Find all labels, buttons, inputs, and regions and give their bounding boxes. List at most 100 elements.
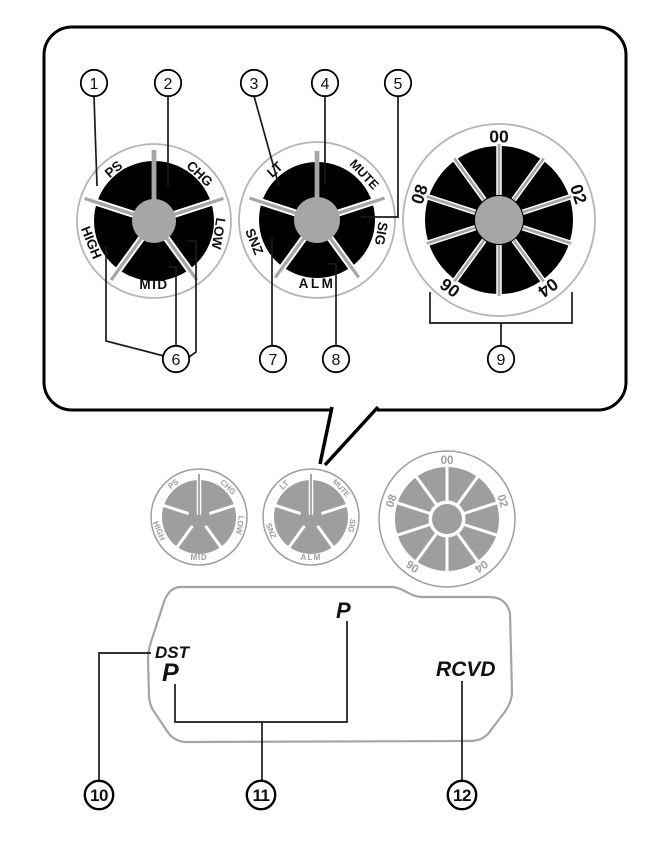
callout-11: 11	[245, 779, 277, 811]
dial-spoke	[395, 522, 432, 538]
leader-1	[93, 95, 98, 187]
dial-hub	[475, 196, 523, 244]
dial-spoke	[172, 196, 224, 217]
dial-spoke	[414, 531, 439, 564]
bubble-tail-lines	[318, 405, 380, 467]
dial-spoke	[512, 239, 545, 283]
dial-spoke	[320, 501, 355, 516]
callout-10-num: 10	[90, 786, 108, 805]
dial-spoke	[426, 195, 476, 214]
dial-label-00: 00	[489, 126, 509, 146]
dial-label-MID: MID	[191, 553, 208, 562]
callout-10: 10	[83, 779, 115, 811]
dial-outer-ring	[150, 468, 248, 566]
dial-spoke	[273, 236, 306, 279]
dial-spoke	[208, 501, 243, 516]
callout-6: 6	[161, 344, 191, 374]
callout-9: 9	[486, 344, 516, 374]
dial-spoke	[164, 236, 199, 281]
leader-11-bracket	[174, 621, 348, 781]
dial-spoke	[462, 500, 499, 516]
dial-spoke	[414, 474, 439, 507]
dial-label-ALM: ALM	[300, 553, 321, 562]
dial-spoke	[426, 226, 476, 245]
callout-12: 12	[446, 779, 478, 811]
pm-indicator-top: P	[336, 598, 351, 623]
callout-7: 7	[258, 344, 288, 374]
bubble-tail-gap	[333, 404, 377, 414]
callout-4-num: 4	[321, 76, 330, 93]
dial-spoke	[171, 525, 194, 555]
dial-label-LOW: LOW	[234, 515, 246, 535]
dial-spoke	[155, 501, 190, 516]
dial-spoke	[512, 157, 545, 201]
dial-label-ALM: ALM	[299, 276, 336, 291]
dial-spoke	[453, 157, 486, 201]
callout-2-num: 2	[164, 76, 173, 93]
dial-label-02: 02	[494, 493, 509, 509]
dial-outer-ring	[238, 141, 396, 299]
callout-5-num: 5	[394, 76, 403, 93]
dial-label-SIG: SIG	[346, 518, 357, 533]
dial-spoke	[522, 195, 572, 214]
dial-spoke	[455, 474, 480, 507]
callout-2: 2	[153, 68, 183, 98]
callout-12-num: 12	[453, 786, 471, 805]
leader-5	[361, 96, 399, 218]
callout-9-num: 9	[497, 352, 506, 369]
dial-outer-ring	[262, 468, 360, 566]
dial-spoke	[248, 196, 298, 216]
dial-spoke	[522, 226, 572, 245]
dial-spoke	[204, 525, 227, 555]
dial-outer-ring	[402, 123, 596, 317]
dial-label-MID: MID	[139, 277, 168, 292]
callout-markers-top: 1 2 3 4 5 6 7 8	[79, 68, 516, 374]
callout-1-num: 1	[90, 76, 99, 93]
callout-leader-lines	[93, 95, 573, 781]
leader-3	[253, 95, 280, 187]
leader-10	[98, 652, 151, 781]
callout-8: 8	[321, 344, 351, 374]
callout-1: 1	[79, 68, 109, 98]
leader-6	[105, 240, 197, 358]
callout-8-num: 8	[332, 352, 341, 369]
dial-label-LOW: LOW	[209, 217, 229, 251]
dial-disc	[162, 480, 236, 554]
callout-3: 3	[239, 68, 269, 98]
dial-spoke	[395, 500, 432, 516]
leader-8	[328, 263, 337, 346]
dial-spoke	[462, 522, 499, 538]
display-panel-outline	[146, 585, 514, 744]
dial-spoke	[328, 236, 361, 279]
dial-outer-ring	[378, 450, 516, 588]
dial-spoke	[453, 239, 486, 283]
dial-spoke	[283, 525, 306, 555]
dial-disc	[274, 480, 348, 554]
dial-spoke	[84, 196, 136, 217]
dial-spoke	[316, 525, 339, 555]
callout-5: 5	[383, 68, 413, 98]
dial-spoke	[267, 501, 302, 516]
dial-spoke	[336, 196, 386, 216]
callout-6-num: 6	[172, 352, 181, 369]
dial-label-00: 00	[441, 455, 454, 467]
pm-indicator-left: P	[162, 659, 179, 687]
callout-11-num: 11	[253, 786, 270, 805]
callout-4: 4	[310, 68, 340, 98]
dial-hub	[432, 504, 462, 534]
leader-9-bracket	[429, 292, 573, 346]
dial-hub	[294, 197, 340, 243]
dial-label-SIG: SIG	[372, 221, 391, 247]
dial-hub	[132, 199, 176, 243]
dial-spoke	[109, 236, 144, 281]
callout-3-num: 3	[250, 76, 259, 93]
dial-label-08: 08	[384, 493, 400, 509]
